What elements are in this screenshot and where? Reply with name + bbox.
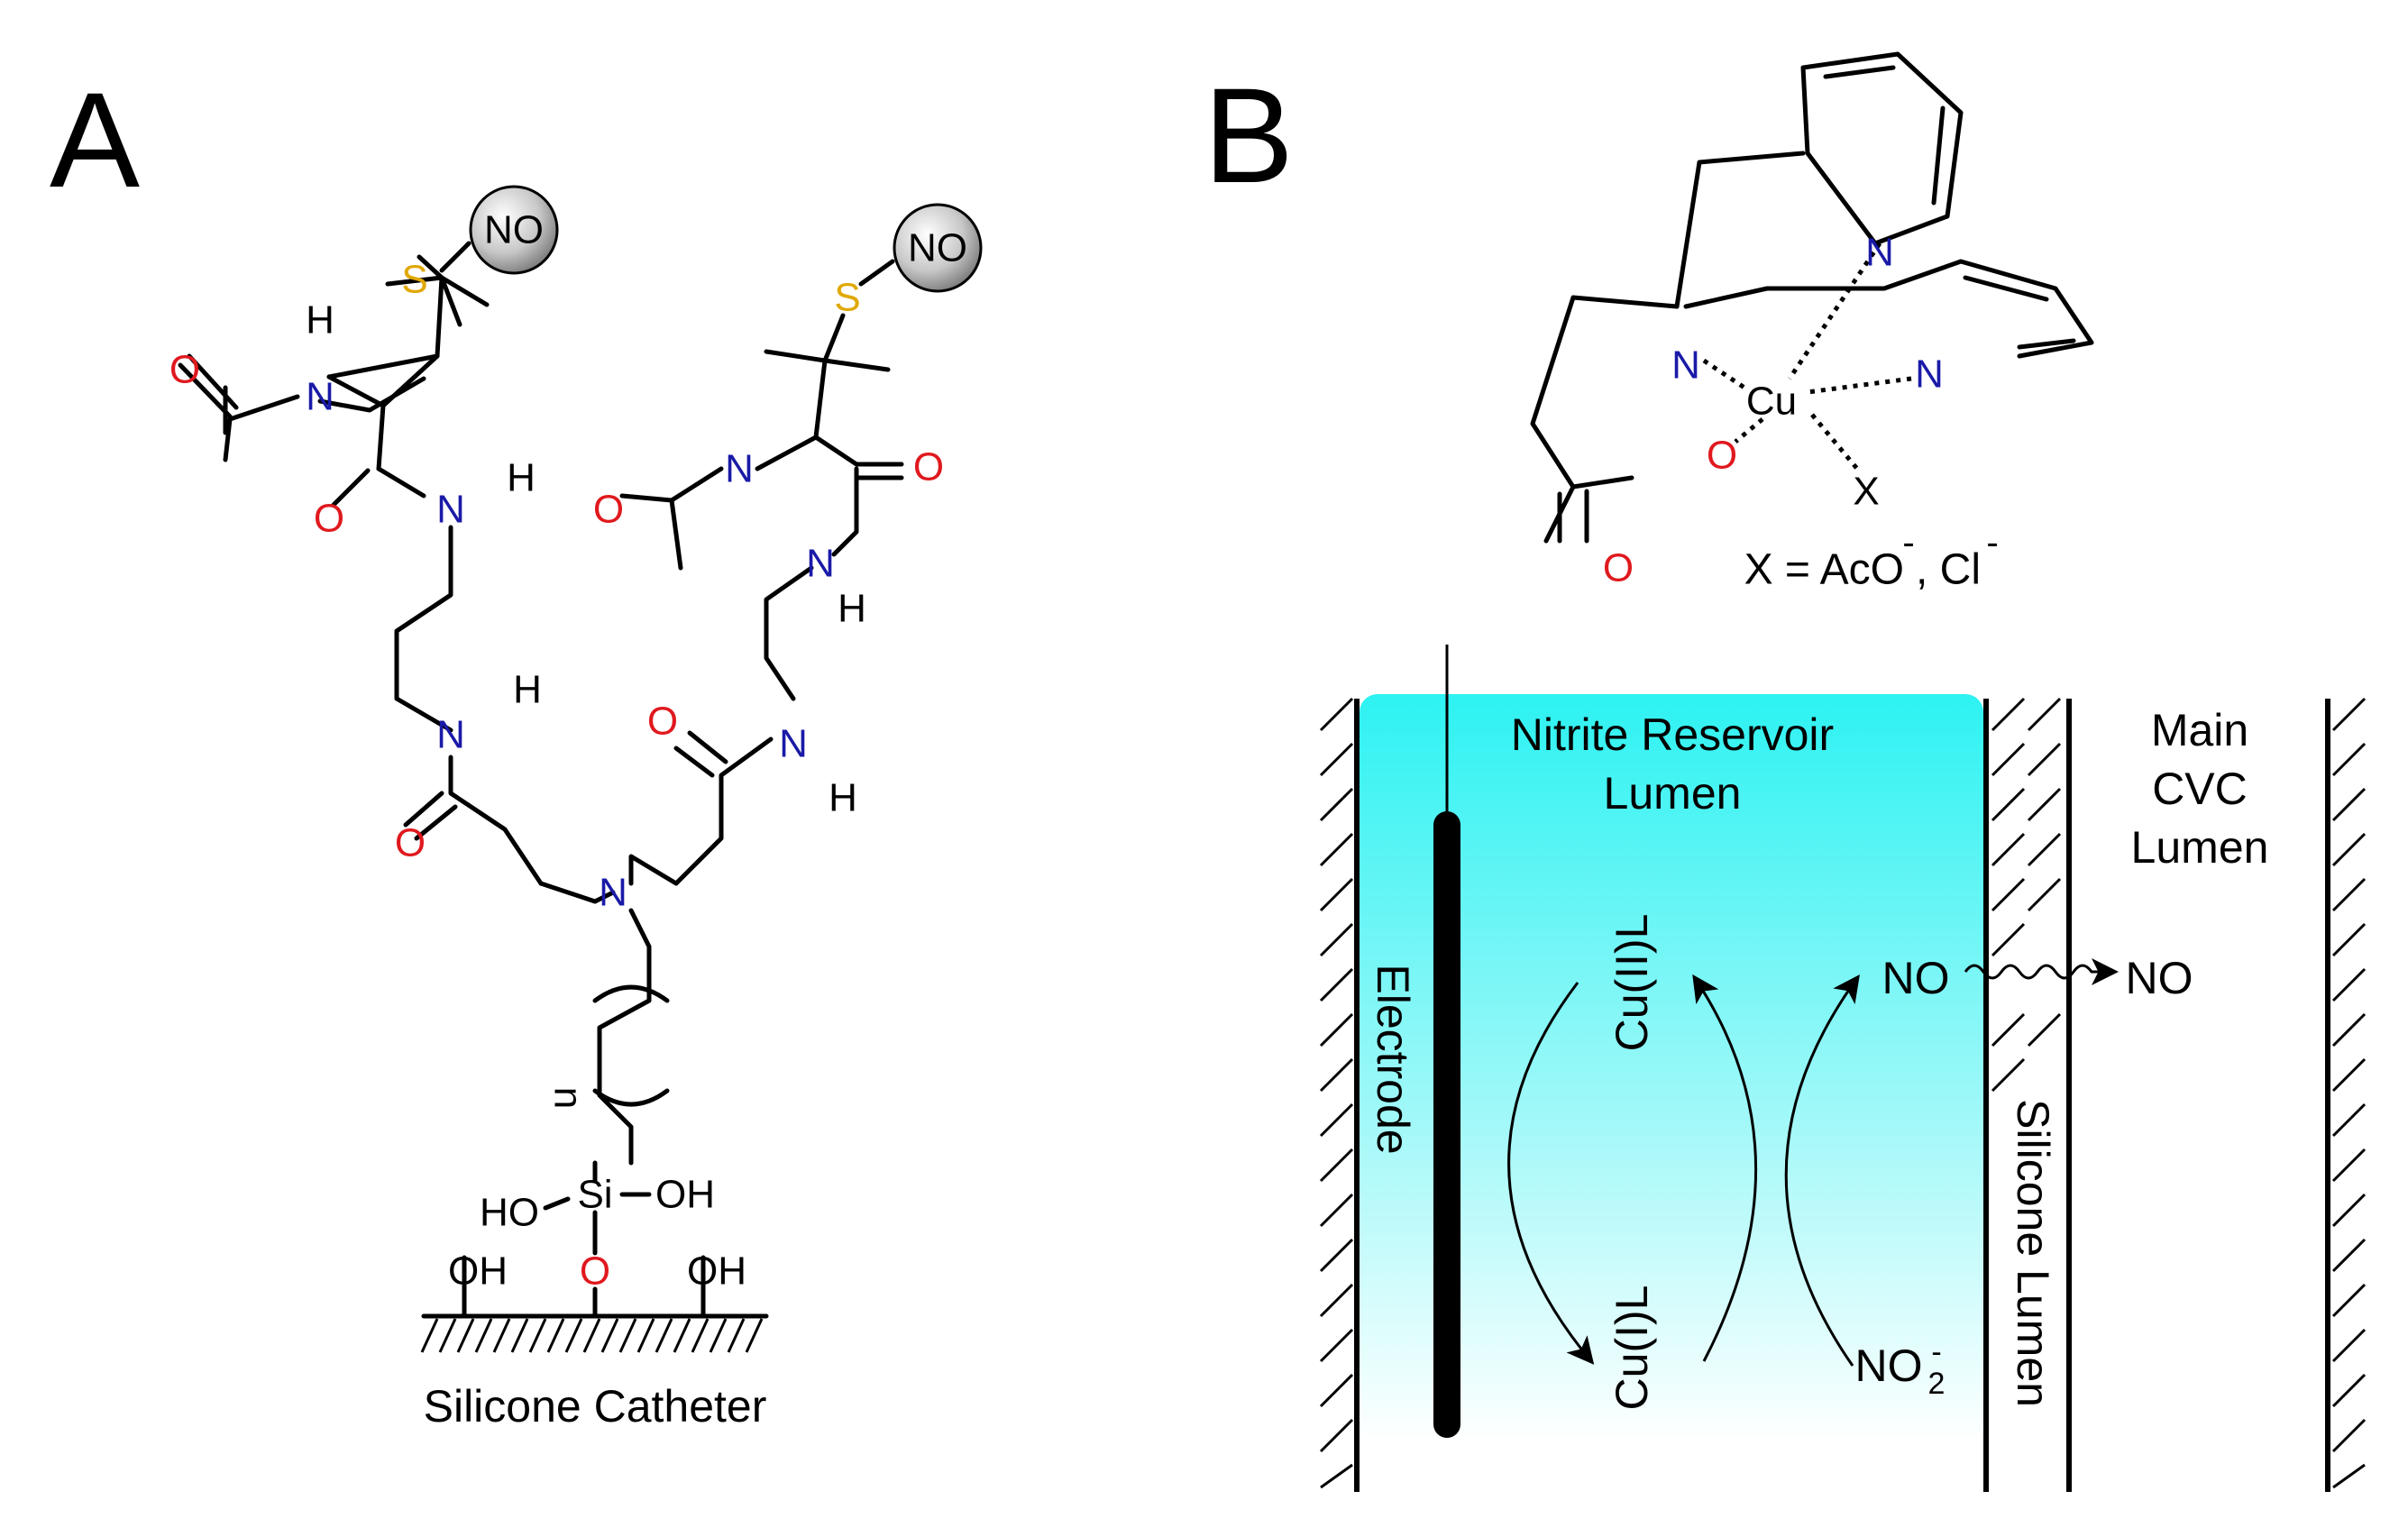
wall-hatch-left — [1319, 697, 1354, 1489]
svg-text:OH: OH — [655, 1173, 715, 1217]
nitrogen-atom: N — [806, 542, 835, 586]
panel-a: A — [50, 64, 983, 1432]
repeat-n: n — [546, 1087, 591, 1109]
panel-b-atoms: N N N Cu O O X X = AcO - , Cl - — [1603, 231, 1999, 594]
svg-text:OH: OH — [687, 1249, 746, 1294]
svg-text:NO: NO — [908, 226, 967, 270]
oxygen-atom: O — [314, 497, 344, 541]
oxygen-atom: O — [913, 445, 944, 489]
svg-text:H: H — [306, 298, 334, 343]
oxygen-atom: O — [1603, 546, 1634, 590]
copper-complex-bonds — [1530, 51, 2094, 544]
ligand-x: X — [1853, 470, 1879, 514]
copper-coordination — [1702, 242, 1912, 471]
nitrogen-atom: N — [599, 871, 627, 915]
svg-text:2: 2 — [1928, 1367, 1946, 1401]
wall-hatch-middle — [1991, 697, 2062, 1093]
silicone-catheter-label: Silicone Catheter — [424, 1381, 767, 1432]
svg-text:-: - — [1986, 523, 1998, 563]
oxidation-arrow — [1692, 974, 1757, 1362]
svg-text:H: H — [829, 776, 857, 820]
nitrite-label: NO — [1855, 1340, 1923, 1391]
nitrogen-atom: N — [725, 447, 754, 491]
nitrogen-atom: N — [1671, 343, 1700, 388]
svg-text:-: - — [1931, 1335, 1941, 1369]
svg-text:OH: OH — [448, 1249, 508, 1294]
svg-text:HO: HO — [480, 1191, 539, 1235]
no-badge-left: NO — [439, 185, 559, 275]
surface-hatch — [420, 1318, 764, 1353]
electrode-label: Electrode — [1368, 964, 1418, 1154]
reservoir-label-line1: Nitrite Reservoir — [1511, 709, 1834, 760]
no-badge-right: NO — [858, 203, 983, 293]
svg-text:NO: NO — [484, 208, 544, 252]
sulfur-atom: S — [401, 258, 427, 302]
nitrite-reservoir — [1360, 694, 1983, 1442]
nitrite-to-no-arrow — [1784, 974, 1860, 1367]
no-inner-label: NO — [1882, 953, 1950, 1003]
silicone-lumen-label: Silicone Lumen — [2008, 1099, 2058, 1407]
cu-i-label: Cu(I)L — [1607, 1285, 1657, 1411]
cu-ii-label: Cu(II)L — [1607, 914, 1657, 1052]
panel-b-label: B — [1204, 59, 1294, 211]
diffusion-arrow — [1964, 958, 2119, 985]
no-outer-label: NO — [2126, 953, 2193, 1003]
right-branch-bonds — [597, 313, 904, 1166]
reduction-arrow — [1507, 982, 1595, 1365]
x-definition-second: , Cl — [1916, 546, 1981, 594]
x-definition: X = AcO — [1744, 546, 1904, 594]
svg-text:H: H — [513, 668, 542, 712]
main-lumen-label-line2: CVC — [2152, 764, 2248, 814]
main-lumen-label-line1: Main — [2151, 705, 2248, 755]
wall-hatch-right — [2331, 697, 2367, 1489]
device-diagram: Nitrite Reservoir Lumen Main CVC Lumen E… — [1319, 645, 2367, 1492]
oxygen-atom: O — [1707, 434, 1737, 478]
svg-text:H: H — [838, 587, 866, 631]
nitrogen-atom: N — [1865, 231, 1894, 275]
nitrogen-atom: N — [1915, 352, 1944, 397]
oxygen-atom: O — [395, 821, 426, 865]
nitrogen-atom: N — [779, 722, 808, 766]
panel-b: B N N N Cu O O X X = Ac — [1204, 51, 2367, 1492]
siloxane-bonds — [421, 1160, 769, 1319]
oxygen-atom: O — [593, 488, 624, 532]
oxygen-atom: O — [647, 700, 678, 744]
main-lumen-label-line3: Lumen — [2131, 822, 2269, 873]
silicon-atom: Si — [577, 1173, 612, 1217]
svg-text:H: H — [507, 456, 536, 500]
electrode-rod — [1433, 811, 1460, 1438]
left-branch-bonds — [178, 254, 616, 904]
svg-text:-: - — [1902, 523, 1914, 563]
panel-a-atoms: S S H N O O N H N H O N N O O N H O N H … — [169, 258, 944, 1294]
sulfur-atom: S — [834, 276, 860, 320]
oxygen-atom: O — [580, 1249, 610, 1294]
copper-atom: Cu — [1746, 380, 1797, 424]
oxygen-atom: O — [169, 348, 200, 392]
repeat-bracket — [592, 984, 670, 1107]
nitrogen-atom: N — [306, 375, 334, 419]
nitrogen-atom: N — [436, 713, 465, 757]
reservoir-label-line2: Lumen — [1604, 768, 1742, 819]
nitrogen-atom: N — [436, 488, 465, 532]
panel-a-label: A — [50, 64, 140, 215]
